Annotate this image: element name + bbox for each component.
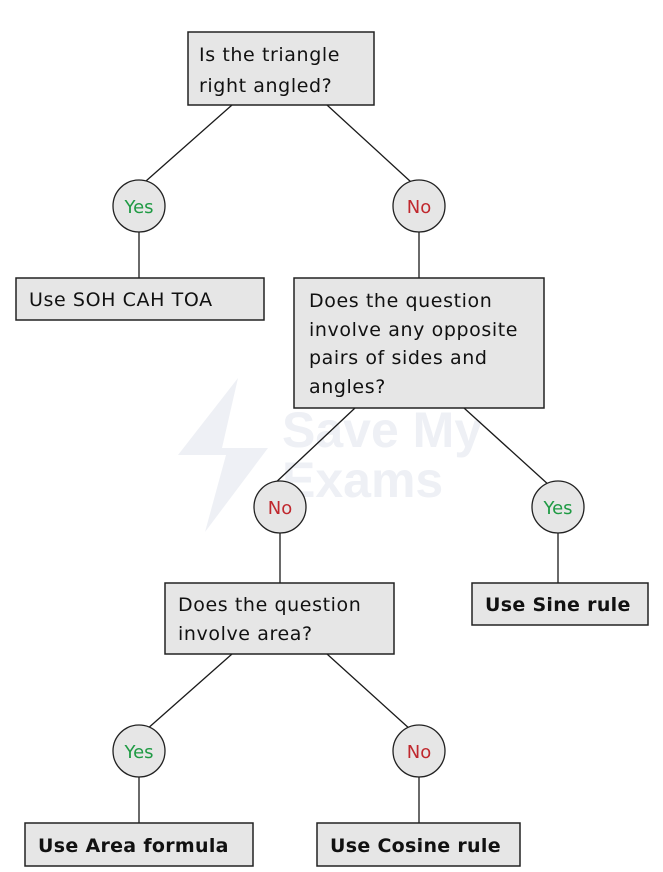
decision-right-angled-line-1: Is the triangle xyxy=(199,44,340,66)
branch-q2-yes: Yes xyxy=(531,480,585,534)
edge-q1-yes xyxy=(145,104,233,182)
decision-involve-area: Does the question involve area? xyxy=(164,582,395,655)
decision-right-angled-line-2: right angled? xyxy=(199,75,332,97)
decision-right-angled: Is the triangle right angled? xyxy=(187,31,375,106)
branch-q2-yes-label: Yes xyxy=(542,498,572,519)
watermark-line-1: Save My xyxy=(282,402,482,458)
decision-opposite-pairs-line-4: angles? xyxy=(309,376,386,398)
decision-opposite-pairs-line-3: pairs of sides and xyxy=(309,347,488,369)
branch-q3-yes: Yes xyxy=(112,724,166,778)
edge-q3-yes xyxy=(145,653,233,731)
outcome-cosine-rule-label: Use Cosine rule xyxy=(330,835,501,857)
branch-q3-no-label: No xyxy=(407,742,431,763)
edge-q3-no xyxy=(326,653,412,731)
edge-q2-yes xyxy=(463,407,551,487)
branch-q1-yes: Yes xyxy=(112,179,166,233)
branch-q2-no: No xyxy=(253,480,307,534)
outcome-sine-rule: Use Sine rule xyxy=(471,582,649,626)
branch-q1-yes-label: Yes xyxy=(123,197,153,218)
decision-opposite-pairs-line-1: Does the question xyxy=(309,290,492,312)
decision-opposite-pairs: Does the question involve any opposite p… xyxy=(293,277,545,409)
branch-q3-yes-label: Yes xyxy=(123,742,153,763)
edge-q1-no xyxy=(326,104,412,183)
decision-involve-area-line-2: involve area? xyxy=(178,623,313,645)
branch-q1-no: No xyxy=(392,179,446,233)
outcome-area-formula-label: Use Area formula xyxy=(38,835,229,857)
outcome-soh-cah-toa: Use SOH CAH TOA xyxy=(15,277,265,321)
connectors xyxy=(138,104,559,823)
decision-opposite-pairs-line-2: involve any opposite xyxy=(309,319,518,341)
watermark: Save My Exams xyxy=(178,378,482,532)
branch-q3-no: No xyxy=(392,724,446,778)
branch-q2-no-label: No xyxy=(268,498,292,519)
outcome-sine-rule-label: Use Sine rule xyxy=(485,594,631,616)
outcome-area-formula: Use Area formula xyxy=(24,822,254,867)
watermark-line-2: Exams xyxy=(282,452,443,508)
branch-q1-no-label: No xyxy=(407,197,431,218)
decision-involve-area-line-1: Does the question xyxy=(178,594,361,616)
watermark-bolt-icon xyxy=(178,378,268,532)
outcome-cosine-rule: Use Cosine rule xyxy=(316,822,521,867)
edge-q2-no xyxy=(271,407,356,487)
outcome-soh-cah-toa-label: Use SOH CAH TOA xyxy=(29,289,213,311)
